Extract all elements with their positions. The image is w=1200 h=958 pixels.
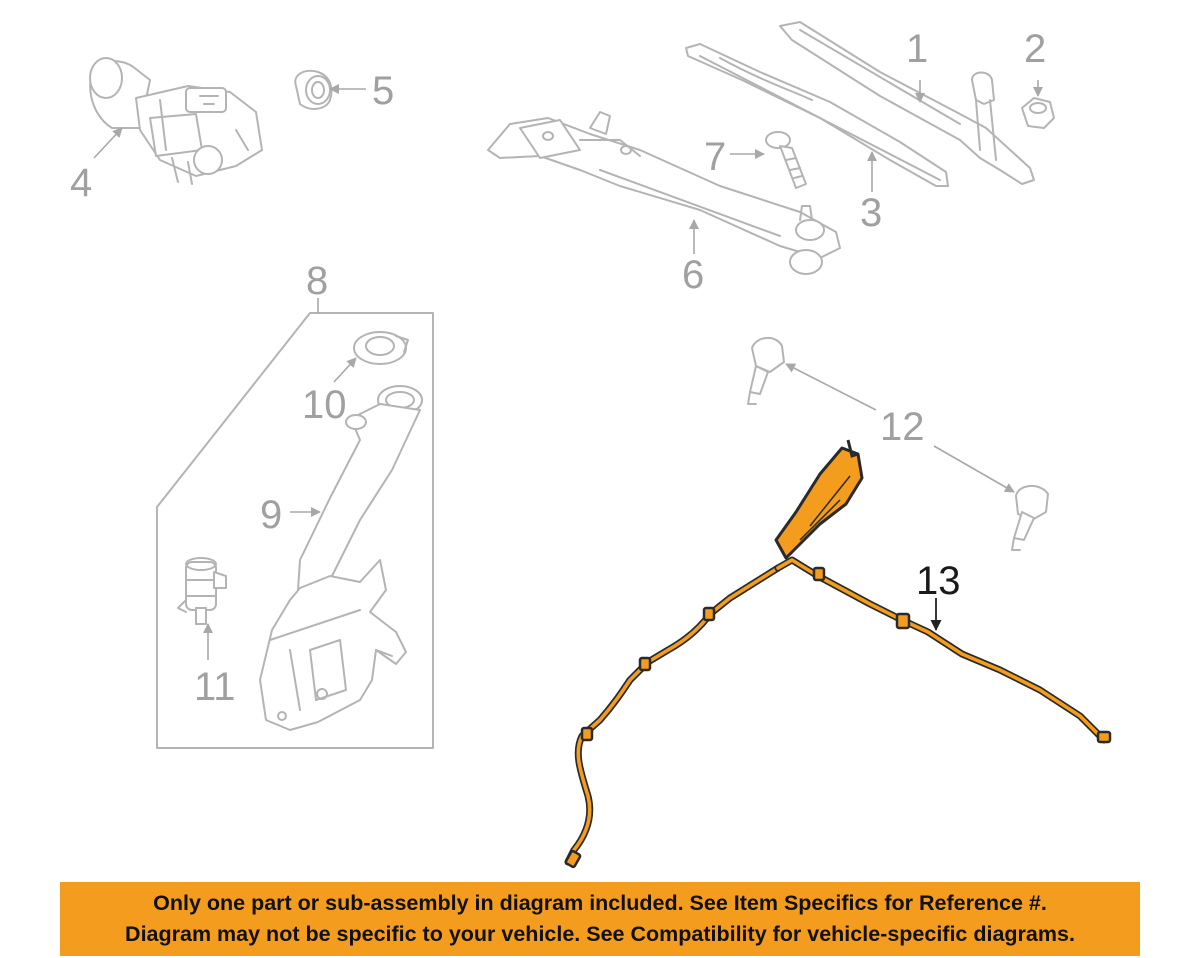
- washer-pump-part: [177, 557, 227, 625]
- nut-part: [1021, 97, 1055, 129]
- callout-1: 1: [906, 27, 928, 71]
- callout-6: 6: [682, 253, 704, 297]
- wiper-motor-part: [89, 57, 263, 185]
- callout-12: 12: [880, 405, 925, 449]
- washer-nozzle-upper-part: [747, 337, 785, 405]
- reservoir-cap-part: [353, 331, 409, 365]
- callout-3: 3: [860, 191, 882, 235]
- hose-shield: [774, 446, 864, 560]
- reservoir-group-box: [156, 298, 434, 749]
- callout-9: 9: [260, 493, 282, 537]
- callout-4: 4: [70, 161, 92, 205]
- washer-reservoir-part: [259, 385, 423, 731]
- wiper-linkage-part: [487, 111, 841, 275]
- callout-8: 8: [306, 259, 328, 303]
- callout-11: 11: [194, 665, 236, 709]
- callout-10: 10: [302, 383, 347, 427]
- callout-leaders: [93, 80, 1043, 660]
- disclaimer-line-2: Diagram may not be specific to your vehi…: [125, 922, 1075, 946]
- callout-13: 13: [916, 559, 961, 603]
- callout-5: 5: [372, 69, 394, 113]
- washer-hose-part: [564, 439, 1112, 869]
- bolt-part: [765, 131, 807, 189]
- disclaimer-line-1: Only one part or sub-assembly in diagram…: [153, 891, 1047, 915]
- callout-7: 7: [704, 135, 726, 179]
- wiper-blade-part: [685, 43, 949, 187]
- washer-nozzle-lower-part: [1011, 485, 1049, 551]
- wiper-arm-part: [779, 21, 1035, 185]
- disclaimer-banner: Only one part or sub-assembly in diagram…: [60, 882, 1140, 956]
- grommet-part: [294, 69, 333, 110]
- callout-2: 2: [1024, 27, 1046, 71]
